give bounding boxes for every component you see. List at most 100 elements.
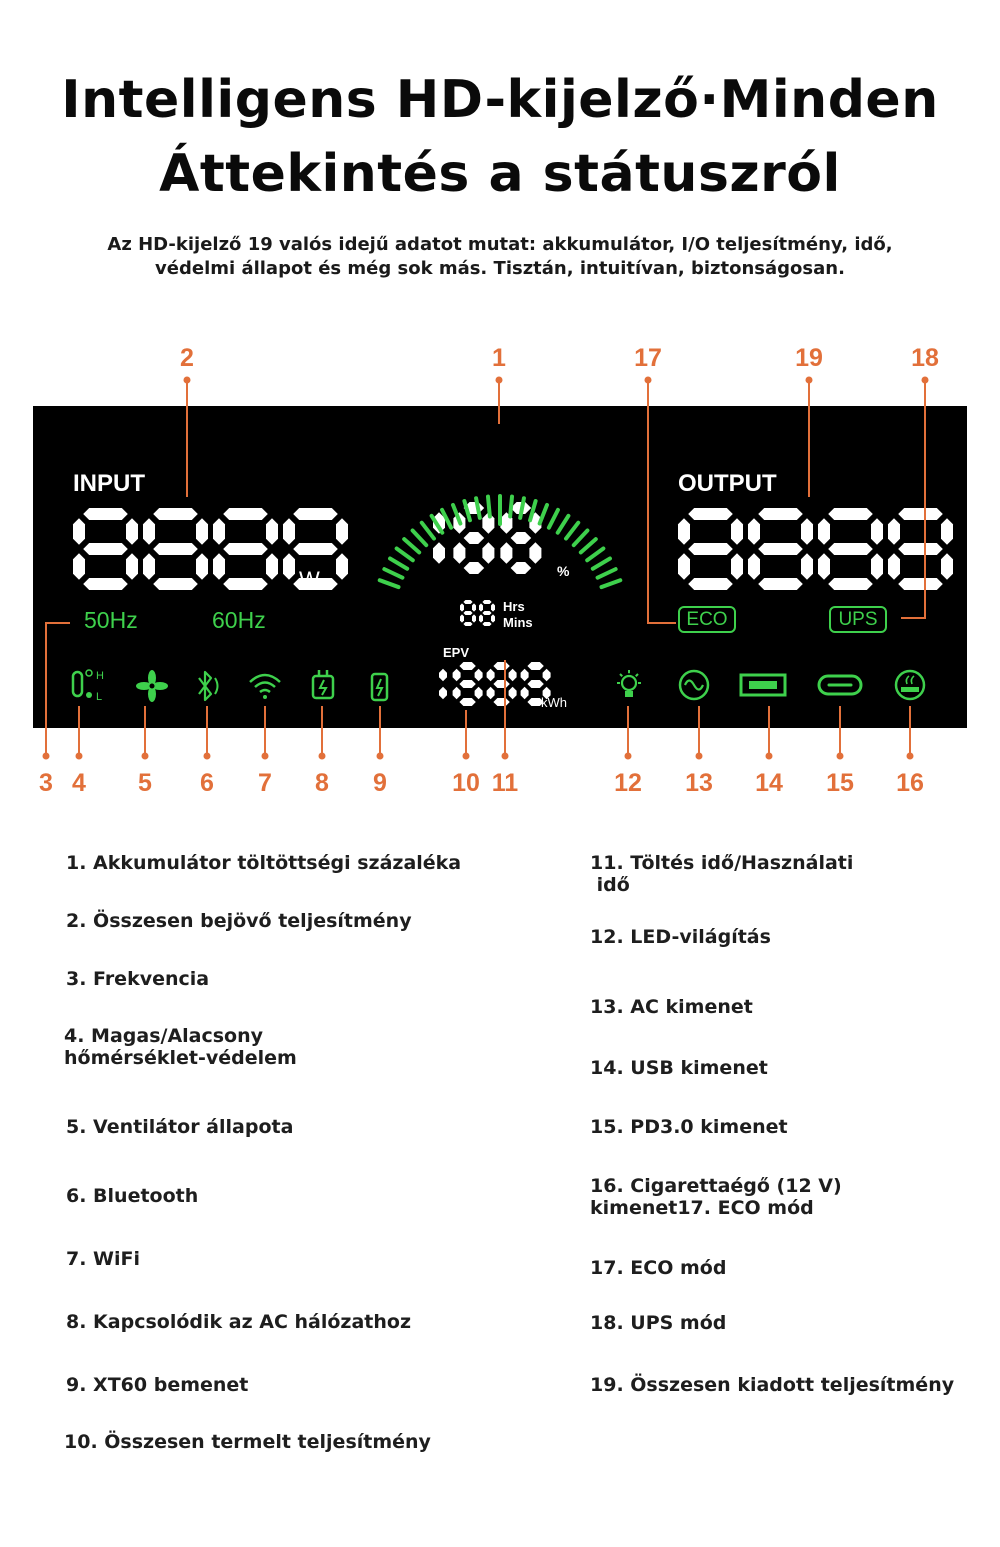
segment-a <box>83 508 128 520</box>
input-power-digit-3 <box>213 508 278 590</box>
legend-item-5: 5. Ventilátor állapota <box>66 1116 294 1138</box>
epv-energy-digit-4 <box>520 662 551 706</box>
legend-item-6: 6. Bluetooth <box>66 1185 199 1207</box>
segment-e <box>888 553 900 580</box>
segment-c <box>491 614 495 623</box>
legend-item-8: 8. Kapcsolódik az AC hálózathoz <box>66 1311 412 1333</box>
segment-g <box>758 543 803 555</box>
gauge-tick <box>451 502 463 526</box>
legend-item-2: 2. Összesen bejövő teljesítmény <box>66 910 412 932</box>
lcd-display-graphics <box>71 494 953 706</box>
callout-number-9: 9 <box>373 769 387 797</box>
callout-number-12: 12 <box>614 769 642 797</box>
gauge-tick <box>528 499 538 523</box>
segment-c <box>871 553 883 580</box>
segment-d <box>153 578 198 590</box>
gauge-tick <box>388 556 410 571</box>
segment-d <box>83 578 128 590</box>
segment-g <box>223 543 268 555</box>
legend-item-11-line-2: idő <box>590 874 630 896</box>
segment-c <box>266 553 278 580</box>
callout-number-8: 8 <box>315 769 329 797</box>
cigarette-lighter-icon <box>894 669 926 701</box>
gauge-tick <box>419 520 436 541</box>
segment-a <box>482 600 492 604</box>
segment-e <box>452 686 461 700</box>
segment-c <box>433 542 445 564</box>
segment-b <box>801 518 813 545</box>
temp-low-label: L <box>96 691 103 703</box>
segment-f <box>73 518 85 545</box>
thermometer-icon <box>71 669 93 698</box>
gauge-tick <box>402 537 422 555</box>
callout-number-6: 6 <box>200 769 214 797</box>
segment-g <box>828 543 873 555</box>
segment-d <box>510 562 532 574</box>
input-unit: W <box>299 567 320 592</box>
legend-item-17: 17. ECO mód <box>590 1257 727 1279</box>
legend-item-11-line-1: 11. Töltés idő/Használati <box>590 852 854 874</box>
callout-number-5: 5 <box>138 769 152 797</box>
callout-number-10: 10 <box>452 769 480 797</box>
segment-g <box>510 532 532 544</box>
gauge-tick <box>474 496 482 520</box>
segment-c <box>196 553 208 580</box>
segment-a <box>223 508 268 520</box>
segment-b <box>941 518 953 545</box>
gauge-tick <box>377 578 401 590</box>
wifi-icon <box>249 673 281 699</box>
segment-f <box>460 603 464 612</box>
gauge-tick <box>410 528 429 548</box>
segment-a <box>293 508 338 520</box>
gauge-tick <box>585 546 606 563</box>
usb-c-port-icon <box>817 674 863 696</box>
bluetooth-icon <box>198 670 219 702</box>
gauge-tick <box>564 520 581 541</box>
segment-f <box>143 518 155 545</box>
legend-item-9: 9. XT60 bemenet <box>66 1374 249 1396</box>
gauge-tick <box>599 578 623 590</box>
segment-d <box>758 578 803 590</box>
legend-item-3: 3. Frekvencia <box>66 968 210 990</box>
led-bulb-icon <box>617 670 641 697</box>
segment-e <box>479 614 483 623</box>
segment-a <box>493 662 510 670</box>
callout-number-18: 18 <box>911 344 939 372</box>
legend-item-7: 7. WiFi <box>66 1248 141 1270</box>
segment-b <box>336 518 348 545</box>
segment-f <box>888 518 900 545</box>
epv-energy-digit-1 <box>439 668 447 700</box>
usb-port-icon <box>739 673 787 697</box>
segment-b <box>871 518 883 545</box>
segment-c <box>482 542 495 564</box>
segment-b <box>196 518 208 545</box>
ac-sine-icon <box>678 669 710 701</box>
segment-g <box>153 543 198 555</box>
output-power-digit-2 <box>748 508 813 590</box>
segment-d <box>527 698 544 706</box>
input-label: INPUT <box>73 470 145 497</box>
segment-c <box>542 686 551 700</box>
segment-f <box>520 668 529 682</box>
legend-item-10: 10. Összesen termelt teljesítmény <box>64 1431 431 1453</box>
gauge-tick <box>590 556 612 571</box>
legend-item-16-line-2: kimenet17. ECO mód <box>590 1197 814 1219</box>
segment-g <box>688 543 733 555</box>
epv-energy-digit-3 <box>486 662 517 706</box>
time-hrs-label: Hrs <box>503 599 525 614</box>
gauge-tick <box>440 507 454 530</box>
subtitle-line-1: Az HD-kijelző 19 valós idejű adatot muta… <box>107 234 893 255</box>
segment-g <box>463 532 485 544</box>
segment-d <box>828 578 873 590</box>
output-power-digit-4 <box>888 508 953 590</box>
battery-percent-unit: % <box>557 563 570 579</box>
callout-number-4: 4 <box>72 769 86 797</box>
gauge-tick <box>382 567 405 580</box>
segment-f <box>486 668 495 682</box>
segment-f <box>748 518 760 545</box>
subtitle-line-2: védelmi állapot és még sok más. Tisztán,… <box>155 258 845 279</box>
segment-a <box>459 662 476 670</box>
segment-a <box>688 508 733 520</box>
input-power-digit-2 <box>143 508 208 590</box>
epv-energy-digit-2 <box>452 662 483 706</box>
